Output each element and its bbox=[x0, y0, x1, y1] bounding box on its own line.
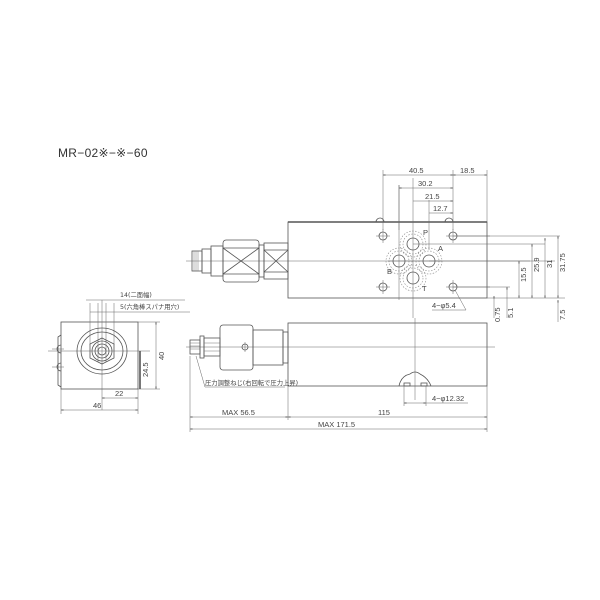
dim-22: 22 bbox=[115, 389, 123, 398]
oring-note: 4−φ12.32 bbox=[432, 394, 464, 403]
dim-24-5: 24.5 bbox=[141, 362, 150, 377]
dim-40-5: 40.5 bbox=[409, 166, 424, 175]
dim-115: 115 bbox=[378, 408, 390, 417]
dim-31: 31 bbox=[545, 260, 554, 268]
bolt-holes-note: 4−φ5.4 bbox=[432, 301, 456, 310]
hex-width-note: 14(二面幅) bbox=[120, 290, 152, 299]
dim-40: 40 bbox=[157, 352, 166, 360]
dim-0-75: 0.75 bbox=[493, 307, 502, 322]
dim-max-171-5: MAX 171.5 bbox=[318, 420, 355, 429]
top-view: P A B T 40.5 18.5 30.2 21.5 12.7 bbox=[186, 166, 567, 322]
adjuster-side bbox=[189, 324, 289, 371]
dim-31-75: 31.75 bbox=[558, 253, 567, 272]
valve-body-end bbox=[60, 321, 139, 390]
top-dims-horizontal: 40.5 18.5 30.2 21.5 12.7 bbox=[382, 166, 488, 250]
dim-21-5: 21.5 bbox=[425, 192, 440, 201]
port-a-label: A bbox=[438, 244, 443, 253]
wrench-hole-note: 5(六角棒スパナ用穴) bbox=[120, 302, 179, 311]
adjust-screw-note: 圧力調整ねじ(右回転で圧力上昇) bbox=[205, 378, 298, 387]
adjuster-top bbox=[191, 239, 289, 283]
dim-max-56-5: MAX 56.5 bbox=[222, 408, 255, 417]
model-title: MR−02※−※−60 bbox=[58, 146, 148, 160]
valve-body-side bbox=[287, 322, 488, 387]
side-view: 4−φ12.32 圧力調整ねじ(右回転で圧力上昇) MAX 56.5 115 M… bbox=[186, 318, 495, 432]
dim-12-7: 12.7 bbox=[433, 204, 448, 213]
dim-7-5: 7.5 bbox=[558, 310, 567, 320]
oring-boss bbox=[398, 371, 432, 387]
dim-5-1: 5.1 bbox=[506, 308, 515, 318]
dim-18-5: 18.5 bbox=[460, 166, 475, 175]
mounting-holes bbox=[375, 217, 490, 294]
port-p-label: P bbox=[423, 228, 428, 237]
port-b-label: B bbox=[387, 267, 392, 276]
dim-46: 46 bbox=[93, 401, 101, 410]
port-t-label: T bbox=[422, 284, 427, 293]
dim-15-5: 15.5 bbox=[519, 267, 528, 282]
top-dims-vertical: 31.75 31 25.9 15.5 5.1 0.75 7.5 bbox=[413, 235, 567, 322]
end-view: 14(二面幅) 5(六角棒スパナ用穴) 40 24.5 22 46 bbox=[48, 290, 190, 414]
dim-25-9: 25.9 bbox=[532, 257, 541, 272]
dim-30-2: 30.2 bbox=[418, 179, 433, 188]
